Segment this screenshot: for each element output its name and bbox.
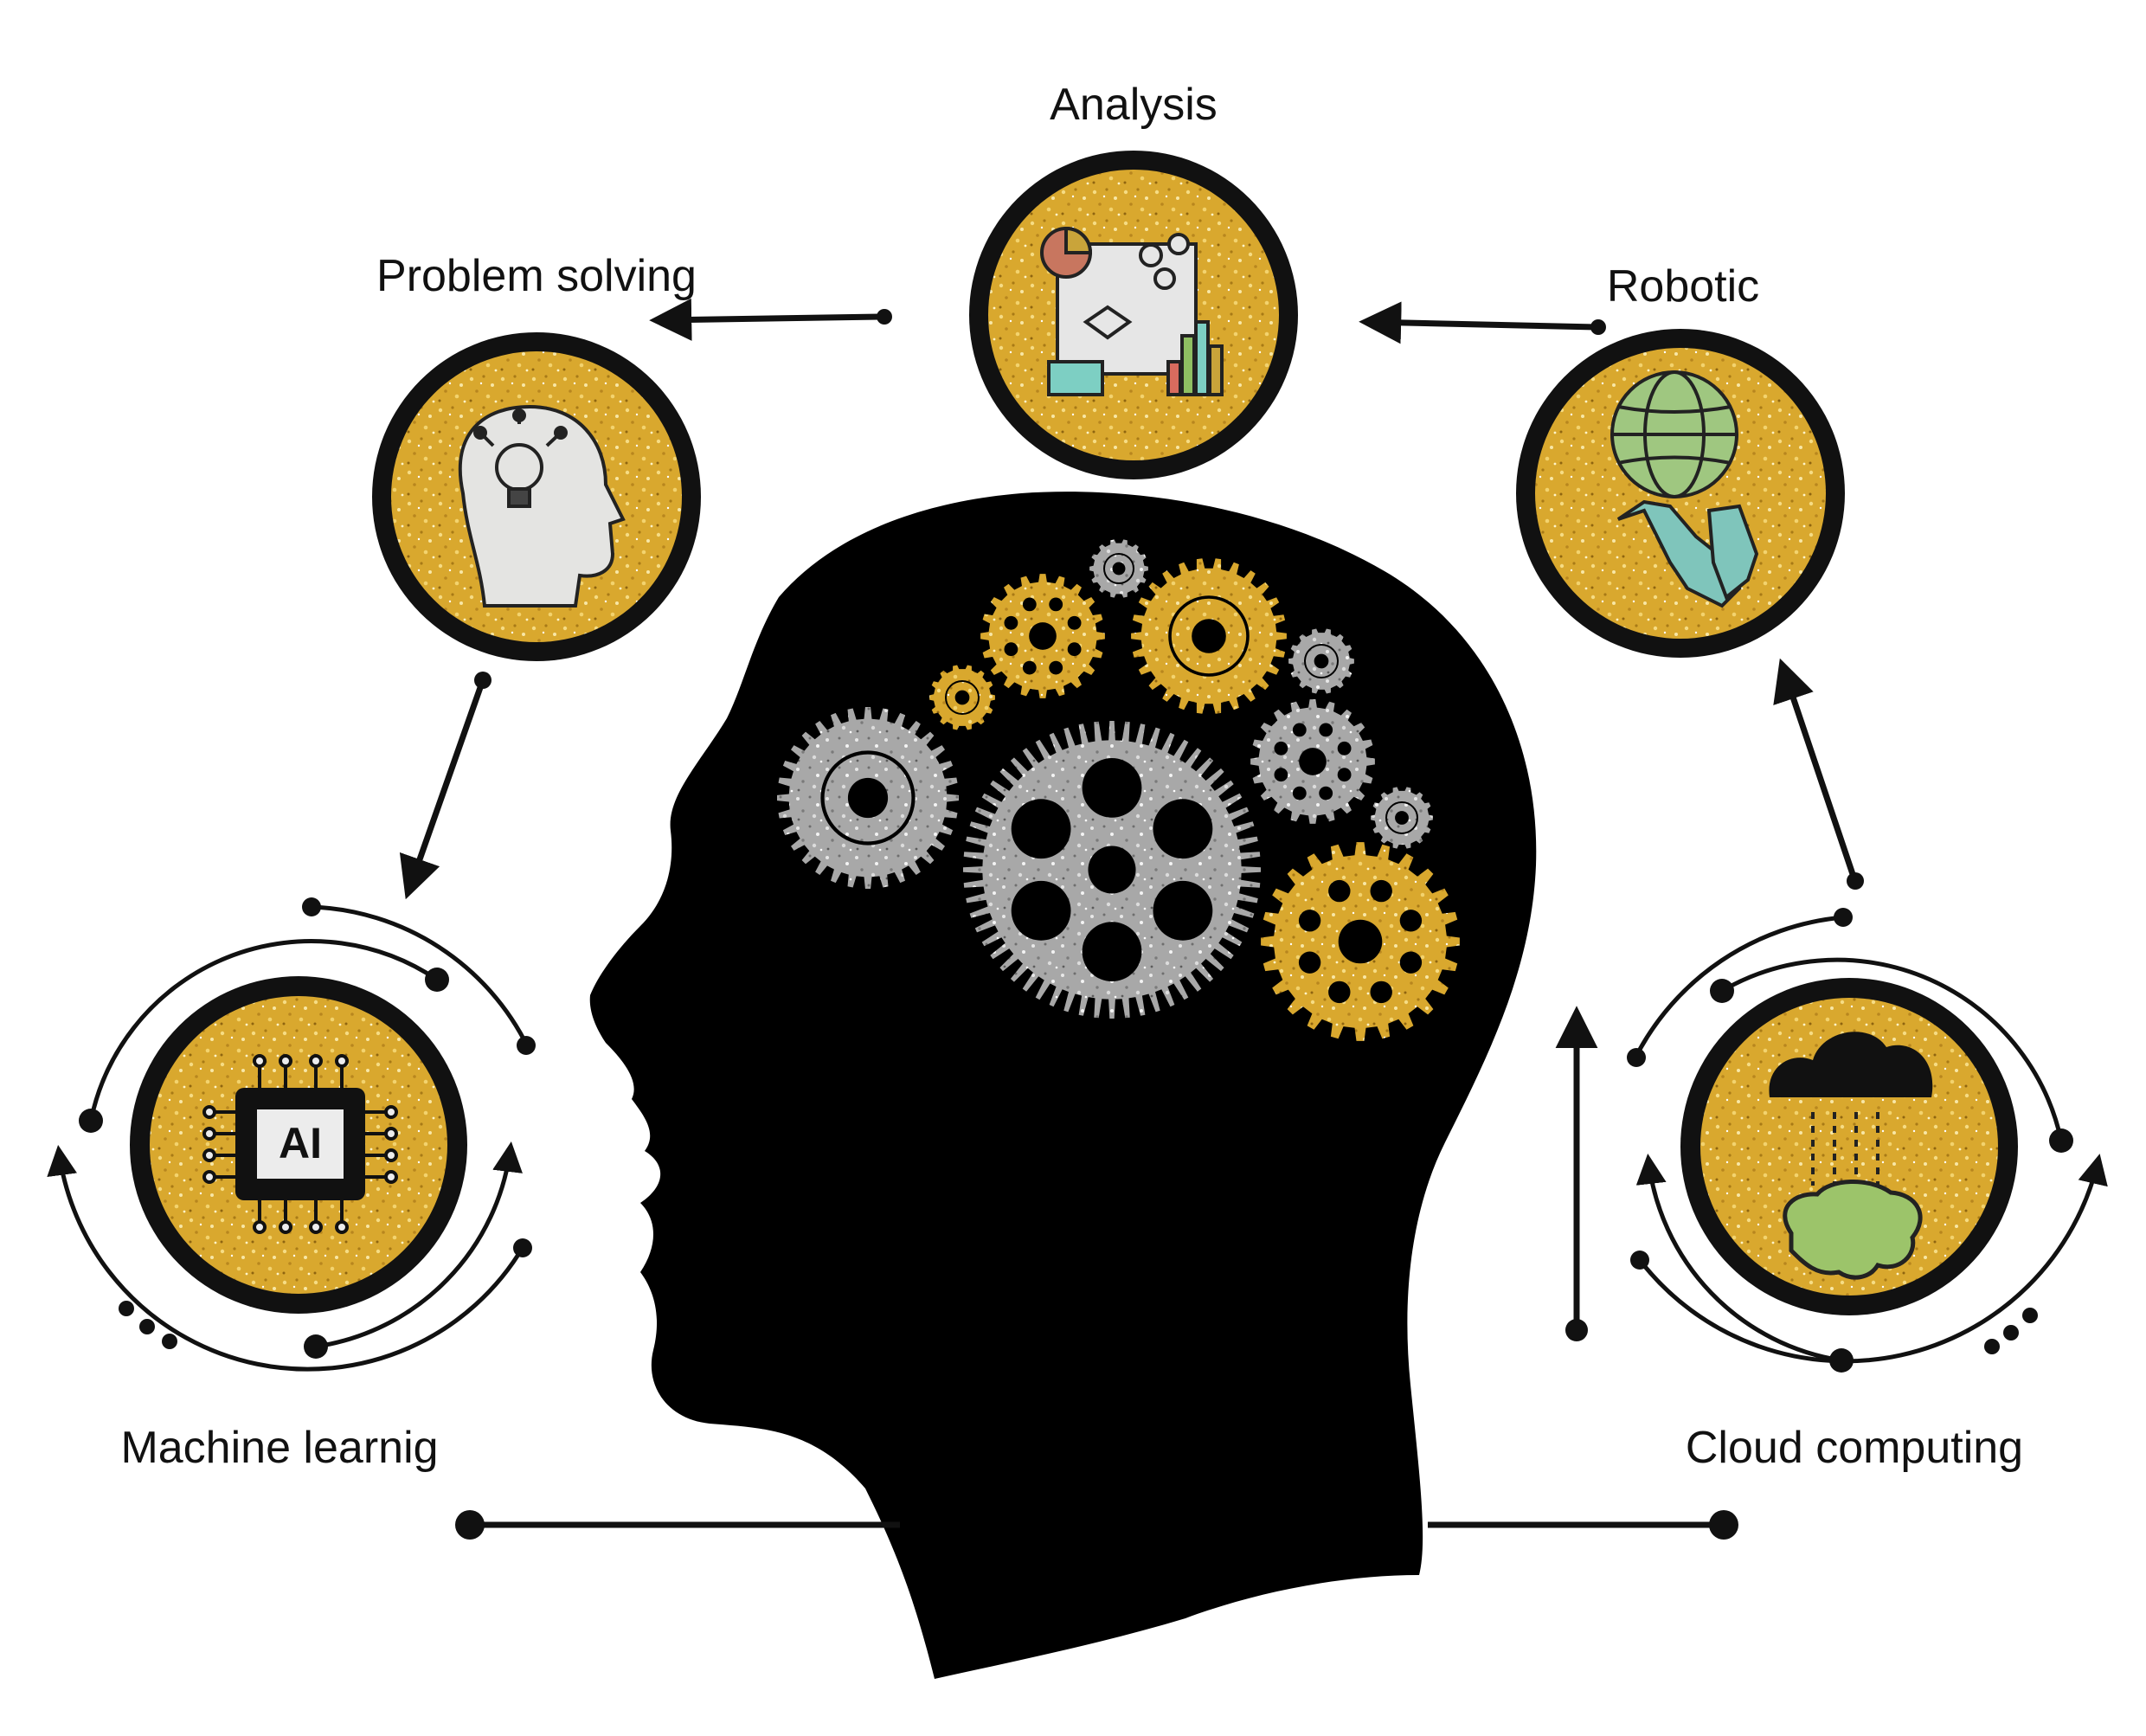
ai-chip-icon: AI	[202, 1054, 398, 1234]
head-lightbulb-icon	[458, 404, 626, 608]
node-cloud-computing	[1680, 978, 2018, 1315]
connectors	[399, 298, 1864, 1540]
silver-gear	[1250, 699, 1375, 824]
gold-gear	[980, 574, 1105, 698]
globe-robot-hand-icon	[1610, 370, 1759, 608]
gold-gear	[1261, 842, 1460, 1041]
orbit-arc	[311, 904, 530, 1049]
label-machine-learning: Machine learnig	[120, 1423, 438, 1473]
orbit-arc	[47, 1145, 526, 1372]
node-problem-solving	[372, 332, 701, 661]
gold-gear	[929, 665, 995, 730]
silver-gear	[1288, 628, 1354, 694]
orbit-arc	[1638, 1154, 2108, 1364]
silver-gear	[963, 721, 1261, 1019]
orbit-arc	[1635, 1154, 1842, 1363]
orbit-arc	[315, 1141, 523, 1349]
connector-dot	[1590, 319, 1606, 335]
label-analysis: Analysis	[1050, 80, 1218, 130]
connector-dot	[1847, 872, 1864, 890]
connector-dot	[877, 309, 892, 325]
ml-orbit-rings	[47, 897, 536, 1372]
connector-dot	[1565, 1319, 1588, 1341]
gold-gear	[1131, 558, 1287, 714]
label-problem-solving: Problem solving	[376, 251, 697, 301]
node-labels: Analysis Problem solving Robotic Machine…	[120, 80, 2023, 1473]
label-cloud-computing: Cloud computing	[1686, 1423, 2023, 1473]
orbit-arc	[1633, 915, 1844, 1059]
cloud-orbit-rings	[1627, 908, 2108, 1373]
label-robotic: Robotic	[1607, 261, 1759, 312]
gears-cluster	[777, 539, 1460, 1041]
node-robotic	[1516, 329, 1845, 658]
orbit-arc	[1720, 957, 2064, 1141]
cloud-brain-icon	[1769, 1032, 1933, 1280]
connector-dot	[1709, 1510, 1738, 1540]
node-analysis	[969, 151, 1298, 479]
node-machine-learning: AI	[130, 976, 467, 1314]
orbit-arc	[88, 939, 439, 1122]
silver-gear	[1371, 787, 1433, 849]
ai-chip-label: AI	[279, 1119, 322, 1167]
silver-gear	[1089, 539, 1148, 598]
arrow-problem-solving-to-ml	[399, 678, 486, 900]
arrow-robotic-to-analysis	[1359, 301, 1597, 344]
connector-dot	[455, 1510, 485, 1540]
flowchart-analytics-icon	[1040, 226, 1224, 396]
silver-gear	[777, 707, 959, 889]
connector-dot	[474, 672, 492, 689]
arrow-cloud-to-robotic	[1773, 658, 1858, 881]
arrow-analysis-to-problem-solving	[649, 298, 883, 341]
